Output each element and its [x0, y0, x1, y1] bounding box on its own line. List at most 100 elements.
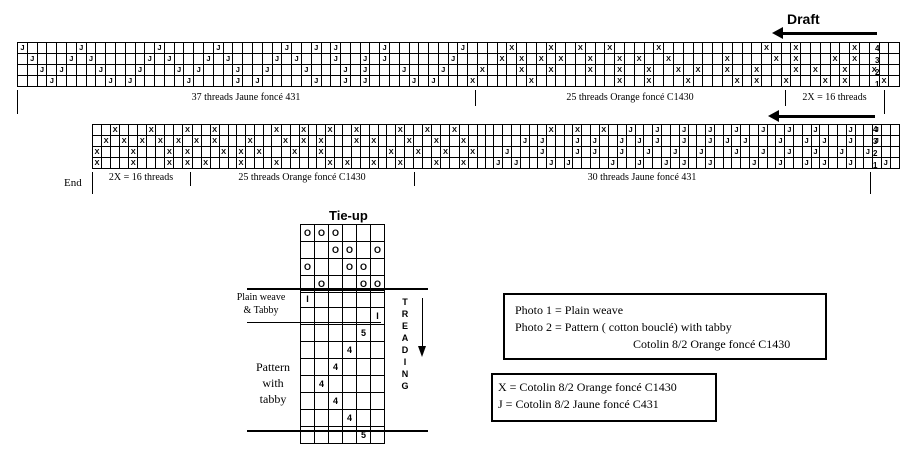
- treadling-cell: [300, 307, 315, 325]
- threading-2-cell: [581, 146, 591, 158]
- threading-1-cell: [741, 75, 753, 87]
- threading-2-cell: [502, 124, 513, 136]
- threading-1-cell: [26, 42, 38, 54]
- threading-2-cell: [661, 146, 672, 158]
- orange-thread-mark: X: [325, 124, 336, 136]
- threading-1-cell: [594, 75, 606, 87]
- threading-2-cell: [263, 146, 273, 158]
- threading-2-cell: [758, 157, 769, 169]
- threading-1-cell: [457, 75, 469, 87]
- threading-2-cell: [404, 146, 415, 158]
- threading-2-cell: [598, 146, 609, 158]
- threading-1-cell: [281, 53, 293, 65]
- threading-1-cell: [144, 75, 156, 87]
- threading-1-cell: [447, 75, 459, 87]
- threading-1-cell: [486, 53, 498, 65]
- threading-2-cell: [775, 124, 786, 136]
- tieup-mark: O: [314, 224, 329, 242]
- threading-1-cell: [310, 53, 322, 65]
- tieup-title: Tie-up: [329, 208, 368, 223]
- yellow-thread-mark: J: [310, 42, 322, 54]
- threading-2-cell: [502, 135, 513, 147]
- threading-1-cell: [242, 64, 253, 76]
- photo-line-2: Photo 2 = Pattern ( cotton bouclé) with …: [515, 320, 732, 334]
- treadling-cell: [356, 409, 371, 427]
- yellow-thread-mark: J: [85, 53, 97, 65]
- threading-2-cell: [218, 135, 229, 147]
- threading-1-cell: [555, 64, 567, 76]
- threading-1-cell: [486, 75, 498, 87]
- treadling-cell: [342, 426, 357, 444]
- segment-label-1b: 25 threads Orange foncé C1430: [566, 92, 694, 103]
- yellow-thread-mark: J: [563, 157, 574, 169]
- orange-thread-mark: X: [467, 75, 479, 87]
- threading-1-cell: [173, 42, 185, 54]
- threading-2-cell: [528, 135, 539, 147]
- tieup-cell: [300, 241, 315, 259]
- threading-2-cell: [828, 135, 838, 147]
- yellow-thread-mark: J: [589, 135, 600, 147]
- threading-2-cell: [413, 124, 424, 136]
- threading-1-cell: [780, 53, 792, 65]
- threading-1-cell: [46, 53, 58, 65]
- threading-1-cell: [95, 53, 107, 65]
- threading-1-cell: [291, 75, 302, 87]
- threading-2-cell: [280, 146, 291, 158]
- yellow-thread-mark: J: [845, 135, 856, 147]
- orange-thread-mark: X: [555, 53, 567, 65]
- threading-2-cell: [227, 124, 238, 136]
- treading-letter: D: [401, 345, 409, 355]
- threading-1-cell: [330, 75, 342, 87]
- threading-2-cell: [377, 124, 388, 136]
- treadling-cell: [356, 392, 371, 410]
- yellow-thread-mark: J: [589, 146, 600, 158]
- threading-1-cell: [124, 53, 136, 65]
- threading-1-cell: [408, 42, 420, 54]
- treadling-cell: [342, 307, 357, 325]
- segment-tick: [475, 90, 476, 106]
- threading-1-cell: [300, 53, 312, 65]
- threading-2-cell: [652, 146, 663, 158]
- orange-thread-mark: X: [829, 53, 841, 65]
- threading-1-cell: [398, 75, 410, 87]
- segment-tick: [870, 172, 871, 194]
- yellow-thread-mark: J: [670, 146, 681, 158]
- threading-1-cell: [114, 75, 126, 87]
- threading-2-cell: [422, 135, 433, 147]
- treadle-mark: 4: [328, 392, 343, 410]
- threading-1-cell: [95, 42, 107, 54]
- yellow-thread-mark: J: [749, 157, 760, 169]
- threading-1-cell: [467, 64, 479, 76]
- threading-2-cell: [263, 157, 273, 169]
- threading-1-cell: [692, 42, 704, 54]
- threading-1-cell: [359, 42, 371, 54]
- threading-2-cell: [236, 135, 247, 147]
- threading-2-cell: [137, 157, 148, 169]
- threading-2-cell: [200, 146, 211, 158]
- threading-2-cell: [563, 146, 574, 158]
- threading-2-cell: [625, 146, 636, 158]
- threading-2-cell: [449, 146, 460, 158]
- yellow-thread-mark: J: [705, 157, 716, 169]
- threading-2-cell: [714, 157, 724, 169]
- orange-thread-mark: X: [164, 146, 175, 158]
- orange-thread-mark: X: [289, 146, 300, 158]
- threading-1-cell: [124, 64, 136, 76]
- threading-1-cell: [144, 64, 156, 76]
- treadling-cell: [370, 341, 385, 359]
- threading-2-cell: [688, 146, 698, 158]
- threading-1-cell: [526, 53, 537, 65]
- threading-2-cell: [173, 124, 184, 136]
- threading-2-cell: [493, 135, 504, 147]
- threading-2-cell: [696, 124, 707, 136]
- threading-2-cell: [625, 135, 636, 147]
- threading-1-cell: [232, 53, 244, 65]
- threading-2-cell: [634, 124, 645, 136]
- threading-1-cell: [604, 75, 616, 87]
- orange-thread-mark: X: [280, 135, 291, 147]
- threading-1-cell: [555, 75, 567, 87]
- threading-2-cell: [555, 124, 565, 136]
- yellow-thread-mark: J: [801, 157, 812, 169]
